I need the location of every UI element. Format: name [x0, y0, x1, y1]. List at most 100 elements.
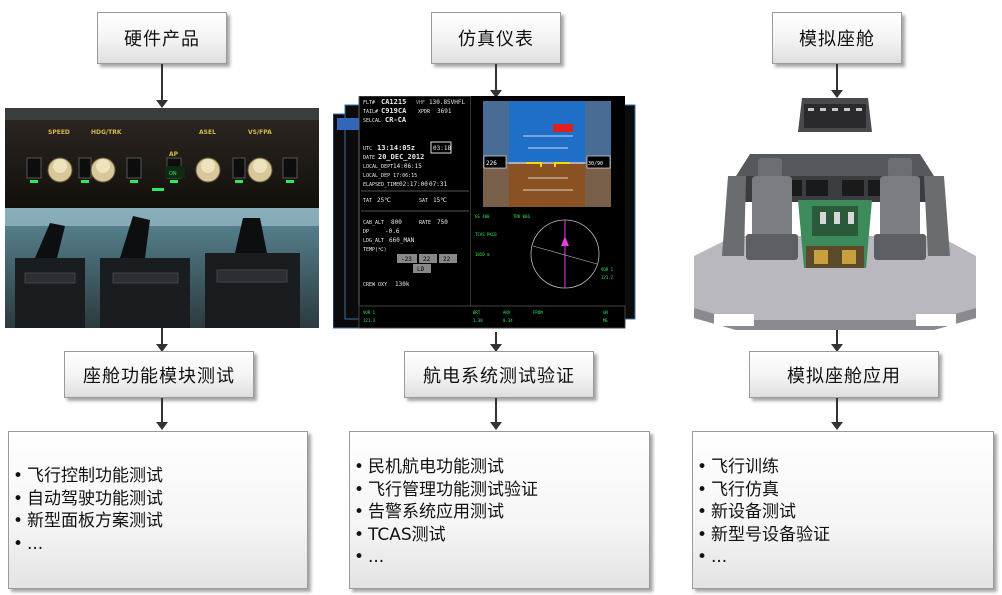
avionics-display-screens: FLT# CA1215 VHF 130.85VHFL TAIL# C919CA … [333, 96, 658, 332]
avionics-test-box: 航电系统测试验证 [404, 351, 594, 398]
list-item: 告警系统应用测试 [354, 501, 649, 524]
svg-text:DP: DP [363, 229, 369, 235]
svg-text:XPDR: XPDR [418, 109, 431, 115]
svg-text:VOR 1: VOR 1 [601, 267, 614, 272]
svg-text:VOR 1: VOR 1 [363, 310, 376, 315]
sat: 15℃ [433, 197, 447, 204]
arrow-down [831, 330, 843, 352]
svg-text:1050 m: 1050 m [475, 252, 490, 257]
cockpit-application-label: 模拟座舱应用 [787, 365, 901, 387]
temp-box-3: 22 [443, 256, 451, 263]
list-item: 新型号设备验证 [697, 524, 993, 547]
svg-text:CREW OXY: CREW OXY [363, 282, 387, 288]
list-item: 新型面板方案测试 [13, 510, 307, 533]
temp-box-1: -23 [401, 256, 412, 263]
simulated-cockpit-box: 模拟座舱 [772, 12, 902, 64]
list-item: ... [354, 546, 649, 569]
svg-text:07:31: 07:31 [429, 181, 447, 188]
list-item: TCAS测试 [354, 524, 649, 547]
pfd-speed: 226 [486, 160, 497, 167]
svg-text:DATE: DATE [363, 155, 375, 161]
panel-label-asel: ASEL [199, 129, 216, 136]
list-item: 飞行仿真 [697, 479, 993, 502]
temp-box-ld: LD [417, 266, 425, 273]
svg-text:FROM: FROM [533, 310, 543, 315]
cockpit-application-list: 飞行训练 飞行仿真 新设备测试 新型号设备验证 ... [692, 431, 994, 589]
flt-label: FLT# [363, 100, 375, 106]
arrow-down [156, 398, 168, 430]
delta-p: -0.6 [385, 228, 400, 235]
svg-text:ARV: ARV [503, 310, 511, 315]
local-time: 14:06:15 [393, 163, 422, 170]
cab-alt: 800 [391, 219, 402, 226]
svg-text:CAB_ALT: CAB_ALT [363, 220, 384, 226]
panel-label-on: ON [169, 171, 177, 177]
list-item: 飞行控制功能测试 [13, 465, 307, 488]
svg-text:TEMP(℃): TEMP(℃) [363, 247, 387, 253]
panel-label-ap: AP [169, 151, 179, 158]
hardware-products-label: 硬件产品 [124, 29, 200, 50]
panel-label-vs: VS/FPA [248, 129, 272, 136]
utc-label: UTC [363, 146, 372, 152]
arrow-down [490, 332, 502, 352]
svg-text:TCAS PKCB: TCAS PKCB [475, 232, 497, 237]
cockpit-module-test-box: 座舱功能模块测试 [64, 351, 254, 398]
hardware-products-box: 硬件产品 [97, 12, 227, 64]
frequency: 130.85VHFL [429, 99, 466, 106]
utc-time: 13:14:05z [377, 144, 415, 152]
arrow-down [156, 328, 168, 352]
svg-text:1.38: 1.38 [473, 318, 483, 323]
list-item: ... [697, 546, 993, 569]
panel-label-speed: SPEED [48, 129, 70, 136]
list-item: 新设备测试 [697, 501, 993, 524]
arrow-down [490, 64, 502, 98]
svg-text:GN: GN [603, 310, 608, 315]
svg-text:121.2: 121.2 [601, 275, 614, 280]
svg-text:ME: ME [603, 318, 608, 323]
svg-text:ELAPSED_TIME: ELAPSED_TIME [363, 182, 399, 188]
svg-text:SAT: SAT [419, 198, 428, 204]
tail-reg: C919CA [381, 107, 407, 115]
date: 20_DEC_2012 [378, 153, 424, 161]
control-panel-photo: SPEED HDG/TRK ASEL VS/FPA AP ON [5, 108, 319, 328]
svg-text:TRK 066: TRK 066 [513, 214, 530, 219]
tat: 25℃ [377, 197, 391, 204]
panel-label-hdg: HDG/TRK [91, 129, 122, 136]
svg-text:VHF: VHF [416, 100, 425, 106]
svg-text:121.3: 121.3 [363, 318, 376, 323]
svg-text:LOCAL_DEPT: LOCAL_DEPT [363, 164, 393, 170]
svg-text:LDG_ALT: LDG_ALT [363, 238, 384, 244]
arrow-down [831, 64, 843, 98]
arrow-down [831, 398, 843, 430]
arrow-down [490, 398, 502, 430]
svg-text:03:18: 03:18 [433, 145, 451, 152]
svg-text:TAT: TAT [363, 198, 372, 204]
simulated-instruments-box: 仿真仪表 [431, 12, 561, 64]
svg-text:GS 480: GS 480 [475, 214, 490, 219]
squawk: 3691 [437, 108, 452, 115]
ldg-alt: 660_MAN [389, 237, 415, 244]
crew-oxy: 130k [395, 281, 410, 288]
cockpit-simulator-render [694, 96, 976, 330]
selcal: CR-CA [385, 116, 407, 124]
simulated-instruments-label: 仿真仪表 [458, 29, 534, 50]
svg-text:SELCAL: SELCAL [363, 118, 381, 124]
pfd-altitude: 30/90 [588, 161, 603, 167]
elapsed-time: 02:17:00 [399, 181, 428, 188]
list-item: 飞行训练 [697, 456, 993, 479]
arrow-down [156, 64, 168, 108]
temp-box-2: 22 [423, 256, 431, 263]
cockpit-application-box: 模拟座舱应用 [749, 351, 939, 398]
list-item: 民机航电功能测试 [354, 456, 649, 479]
list-item: ... [13, 533, 307, 556]
simulated-cockpit-label: 模拟座舱 [799, 29, 875, 50]
svg-text:RATE: RATE [419, 220, 431, 226]
svg-text:LOCAL_DEP 17:06:15: LOCAL_DEP 17:06:15 [363, 173, 417, 179]
tail-label: TAIL# [363, 109, 378, 115]
svg-text:0.34: 0.34 [503, 318, 513, 323]
flight-number: CA1215 [381, 98, 406, 106]
svg-text:BRT: BRT [473, 310, 481, 315]
avionics-test-label: 航电系统测试验证 [423, 365, 575, 387]
list-item: 飞行管理功能测试验证 [354, 479, 649, 502]
hardware-test-list: 飞行控制功能测试 自动驾驶功能测试 新型面板方案测试 ... [8, 431, 308, 589]
